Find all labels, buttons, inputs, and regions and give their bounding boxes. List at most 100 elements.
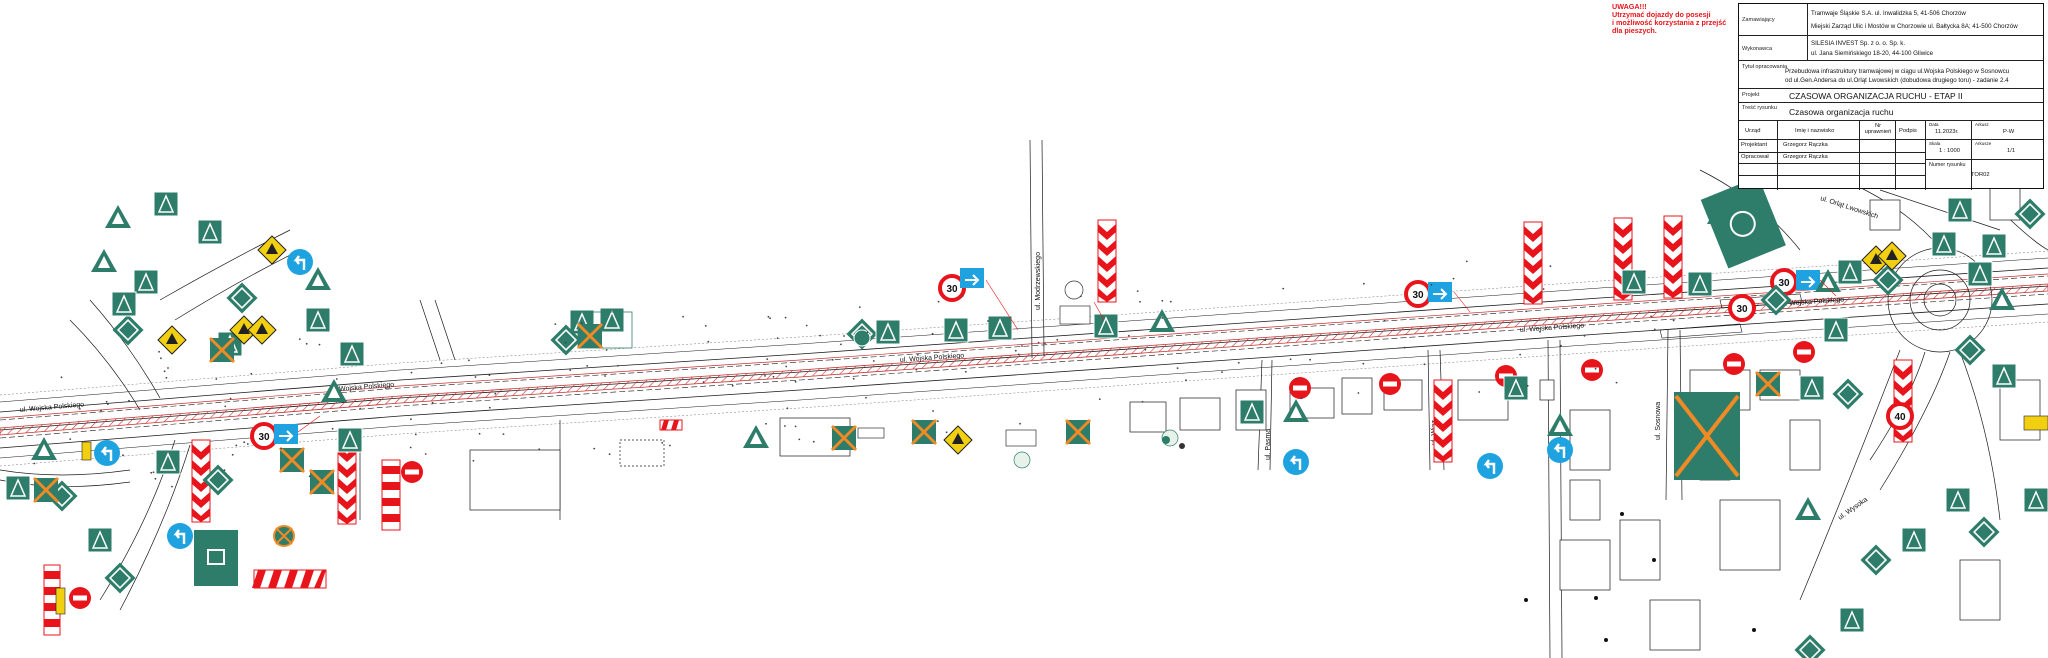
tb-project-name: CZASOWA ORGANIZACJA RUCHU - ETAP II <box>1789 91 1963 101</box>
survey-mark <box>819 334 822 337</box>
survey-mark <box>785 365 788 368</box>
tb-header: Imię i nazwisko <box>1795 128 1835 134</box>
survey-mark <box>1549 265 1552 268</box>
survey-mark <box>1141 400 1144 403</box>
map-annotations <box>31 260 1675 488</box>
tb-label: Numer rysunku <box>1929 162 1966 168</box>
street-label: ul. Pasma <box>1265 429 1272 460</box>
survey-mark <box>1309 358 1311 361</box>
survey-mark <box>298 338 301 340</box>
survey-mark <box>305 342 308 345</box>
survey-mark <box>765 422 767 425</box>
survey-mark <box>767 315 770 318</box>
survey-mark <box>60 376 63 379</box>
street-label: ul. Wojska Polskiego <box>1520 323 1585 334</box>
survey-mark <box>1672 319 1675 322</box>
tb-row-tresc: Treść rysunku Czasowa organizacja ruchu <box>1739 103 2043 121</box>
tb-value: Przebudowa infrastruktury tramwajowej w … <box>1785 68 2010 75</box>
survey-mark <box>682 315 684 318</box>
street-label: ul. Wojska Polskiego <box>900 353 965 364</box>
speed-limit-value: 30 <box>946 284 958 295</box>
survey-mark <box>608 453 611 456</box>
survey-mark <box>31 407 33 409</box>
tb-row-projekt: Projekt CZASOWA ORGANIZACJA RUCHU - ETAP… <box>1739 89 2043 103</box>
speed-limit-value: 30 <box>1736 304 1748 315</box>
tb-value: Tramwaje Śląskie S.A. ul. Inwalidzka 5, … <box>1811 10 1966 17</box>
survey-mark <box>769 317 771 320</box>
survey-mark <box>843 335 845 337</box>
tb-row-temat: Tytuł opracowania Przebudowa infrastrukt… <box>1739 61 2043 89</box>
survey-mark <box>154 477 157 480</box>
survey-mark <box>784 425 786 427</box>
survey-mark <box>246 443 249 445</box>
turn-left-icon <box>1281 447 1311 477</box>
speed-limit-icon: 30 <box>1728 294 1756 322</box>
survey-mark <box>961 295 964 297</box>
survey-mark <box>235 444 238 447</box>
tb-label: Zamawiający <box>1742 17 1775 23</box>
survey-mark <box>604 375 606 377</box>
survey-mark <box>965 370 967 373</box>
survey-mark <box>1079 295 1082 298</box>
tb-role: Projektant <box>1741 142 1768 148</box>
survey-mark <box>410 418 412 421</box>
tb-label: Skala <box>1929 141 1941 146</box>
survey-mark <box>987 320 989 322</box>
tb-row-wykonawca: Wykonawca SILESIA INVEST Sp. z o. o. Sp.… <box>1739 36 2043 61</box>
tb-date: 11.2023r. <box>1935 129 1959 135</box>
survey-mark <box>798 438 801 441</box>
survey-mark <box>707 340 710 343</box>
tb-value: SILESIA INVEST Sp. z o. o. Sp. k. <box>1811 40 1906 47</box>
survey-mark <box>431 401 434 404</box>
tb-label: Tytuł opracowania <box>1742 64 1788 70</box>
warning-note: UWAGA!!! Utrzymać dojazdy do posesji i m… <box>1612 3 1732 35</box>
survey-mark <box>812 440 815 443</box>
tb-drawing-content: Czasowa organizacja ruchu <box>1789 107 1894 117</box>
survey-mark <box>424 453 427 455</box>
survey-mark <box>224 405 227 408</box>
direction-signs <box>274 268 1820 444</box>
speed-limit-icon: 40 <box>1886 402 1914 430</box>
survey-mark <box>805 324 808 327</box>
survey-mark <box>158 350 161 353</box>
survey-mark <box>1237 361 1240 364</box>
tb-label: Projekt <box>1742 92 1760 98</box>
speed-limit-icon: 30 <box>1404 280 1432 308</box>
survey-mark <box>731 384 734 387</box>
survey-mark <box>410 371 413 374</box>
speed-limit-value: 30 <box>258 432 270 443</box>
turn-left-icon <box>165 521 195 551</box>
tb-person: Grzegorz Rączka <box>1783 142 1828 148</box>
survey-mark <box>1295 377 1297 380</box>
survey-mark <box>215 378 218 380</box>
survey-mark <box>1139 300 1141 303</box>
survey-mark <box>794 380 797 383</box>
turn-left-icon <box>1545 435 1575 465</box>
survey-mark <box>569 369 572 371</box>
survey-mark <box>1128 334 1130 337</box>
tb-label: Arkusze <box>1975 141 1992 146</box>
survey-mark <box>1357 392 1360 394</box>
survey-mark <box>1526 384 1529 387</box>
survey-mark <box>1017 353 1020 356</box>
survey-mark <box>1019 422 1021 425</box>
survey-mark <box>414 433 417 436</box>
warning-line: Utrzymać dojazdy do posesji <box>1612 10 1711 19</box>
survey-mark <box>100 409 102 412</box>
survey-mark <box>474 376 477 378</box>
speed-limit-value: 30 <box>1412 290 1424 301</box>
survey-mark <box>409 446 412 449</box>
tb-header: Urząd <box>1745 128 1761 134</box>
survey-mark <box>564 341 567 344</box>
survey-mark <box>949 338 951 341</box>
street-labels: ul. Wojska Polskiego ul. Wojska Polskieg… <box>20 195 1879 521</box>
survey-mark <box>617 364 619 367</box>
tb-row-signatures: Urząd Imię i nazwisko Nr uprawnień Podpi… <box>1739 121 2043 190</box>
survey-mark <box>931 332 934 335</box>
survey-mark <box>1169 300 1172 303</box>
survey-mark <box>1542 288 1545 290</box>
survey-mark <box>1021 345 1023 347</box>
survey-mark <box>1161 299 1164 302</box>
survey-mark <box>971 359 974 361</box>
